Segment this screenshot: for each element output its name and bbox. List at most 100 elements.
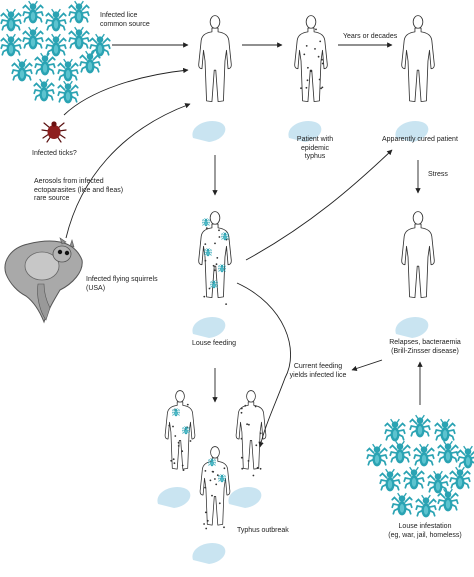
louse-icon <box>0 33 22 58</box>
infection-dot <box>310 70 313 73</box>
infection-dot <box>241 467 244 470</box>
infection-dot <box>314 48 316 50</box>
infection-dot <box>319 40 322 43</box>
louse-icon <box>434 418 456 443</box>
infection-dot <box>305 45 308 47</box>
label-relapses: Relapses, bacteraemia (Brill-Zinsser dis… <box>389 339 461 355</box>
infection-dot <box>214 478 216 480</box>
human-figure-icon <box>294 15 328 103</box>
infection-dot <box>216 257 219 259</box>
infection-dot <box>317 55 320 58</box>
louse-icon <box>437 440 459 465</box>
louse-icon <box>57 58 79 83</box>
label-current-feeding: Current feeding yields infected lice <box>289 363 347 379</box>
louse-icon <box>68 0 90 25</box>
louse-icon <box>33 78 55 103</box>
louse-icon <box>202 217 210 227</box>
label-infected-ticks: Infected ticks? <box>32 150 77 157</box>
arrow-feeding-to-current <box>236 282 292 448</box>
louse-icon <box>57 80 79 105</box>
infection-dot <box>256 466 259 469</box>
infection-dot <box>307 66 309 69</box>
infection-dot <box>211 494 213 497</box>
louse-icon <box>413 443 435 468</box>
louse-icon <box>68 26 90 51</box>
infection-dot <box>209 479 212 482</box>
infection-dot <box>215 263 218 266</box>
infection-dot <box>218 502 221 505</box>
infection-dot <box>215 483 218 486</box>
label-patient-typhus: Patient with epidemic typhus <box>296 136 334 160</box>
louse-icon <box>45 33 67 58</box>
label-stress: Stress <box>428 171 448 178</box>
infection-dot <box>181 450 184 453</box>
louse-icon <box>384 418 406 443</box>
infection-dot <box>168 424 171 427</box>
shadow <box>192 120 226 142</box>
infection-dot <box>174 435 177 437</box>
shadow <box>192 542 226 564</box>
label-flying-squirrels: Infected flying squirrels (USA) <box>86 276 158 292</box>
infection-dot <box>259 467 262 470</box>
louse-icon <box>22 0 44 25</box>
infection-dot <box>246 423 249 426</box>
infection-dot <box>255 444 258 447</box>
infection-dot <box>315 28 317 31</box>
infection-dot <box>259 432 262 435</box>
shadow <box>288 120 322 142</box>
louse-icon <box>449 466 471 491</box>
infection-dot <box>214 242 216 245</box>
label-louse-feeding: Louse feeding <box>192 340 236 347</box>
infection-dot <box>305 86 308 89</box>
infection-dot <box>189 440 192 442</box>
louse-icon <box>415 494 437 519</box>
louse-icon <box>79 50 101 75</box>
arrow-relapse-to-current <box>351 359 383 372</box>
infection-dot <box>320 87 322 90</box>
infection-dot <box>170 459 173 462</box>
infection-dot <box>321 62 324 65</box>
infection-dot <box>203 295 206 298</box>
infection-dot <box>204 259 207 262</box>
label-apparently-cured: Apparently cured patient <box>382 136 458 143</box>
arrow-feeding-to-cured <box>245 149 393 261</box>
louse-icon <box>457 445 474 470</box>
louse-icon <box>403 466 425 491</box>
infection-dot <box>303 53 306 56</box>
flying-squirrel-icon <box>4 237 83 324</box>
louse-icon <box>409 414 431 439</box>
label-aerosols: Aerosols from infected ectoparasites (li… <box>34 178 124 202</box>
arrow-ticks-to-patient <box>63 67 189 116</box>
infection-dot <box>240 437 243 440</box>
label-infected-lice-source: Infected lice common source <box>100 12 150 28</box>
infection-dot <box>213 269 216 272</box>
label-louse-infestation: Louse infestation (eg, war, jail, homele… <box>388 523 462 539</box>
infection-dot <box>218 236 221 238</box>
human-figure-icon <box>198 15 232 103</box>
infection-dot <box>240 456 243 459</box>
louse-icon <box>45 8 67 33</box>
tick-icon <box>41 121 67 143</box>
infection-dot <box>205 527 208 530</box>
infection-dot <box>177 445 180 447</box>
infection-dot <box>216 474 219 477</box>
louse-icon <box>0 8 22 33</box>
louse-icon <box>11 58 33 83</box>
infection-dot <box>223 526 225 529</box>
shadow <box>228 486 262 508</box>
shadow <box>395 316 429 338</box>
infection-dot <box>204 486 207 489</box>
arrow-aerosols-to-patient <box>65 103 191 239</box>
shadow <box>192 316 226 338</box>
louse-icon <box>34 52 56 77</box>
infection-dot <box>212 264 215 267</box>
infection-dot <box>306 79 309 82</box>
infection-dot <box>172 425 174 428</box>
infection-dot <box>172 458 175 461</box>
infection-dot <box>240 407 243 410</box>
infection-dot <box>252 474 255 477</box>
infection-dot <box>318 78 321 81</box>
infection-dot <box>240 411 243 414</box>
infection-dot <box>177 441 180 444</box>
